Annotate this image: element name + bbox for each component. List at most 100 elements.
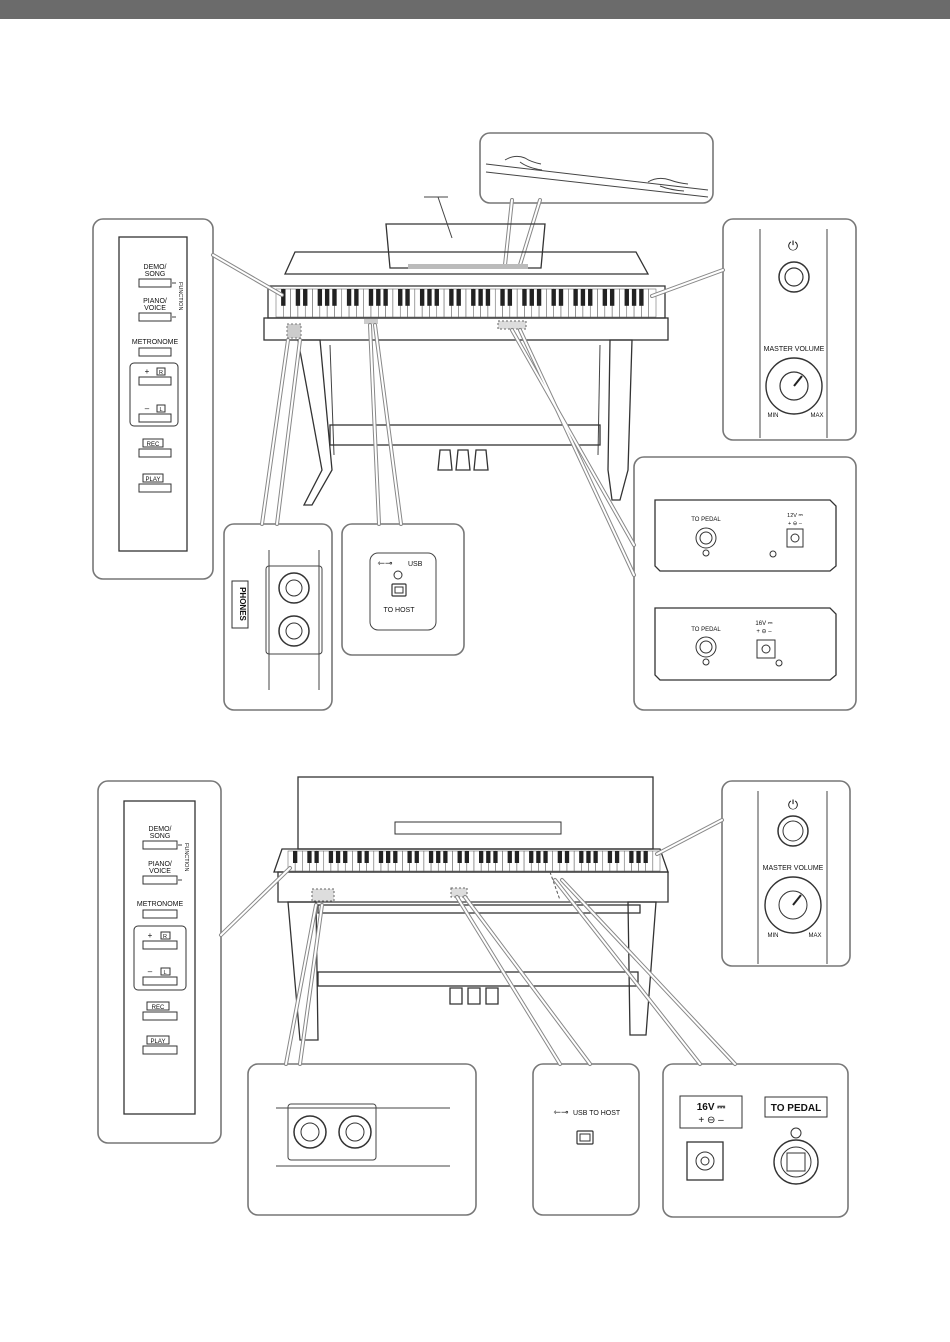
black-key [386, 851, 390, 863]
black-key [449, 289, 453, 306]
metronome-label: METRONOME [132, 339, 179, 346]
l-label: L [159, 407, 162, 413]
black-key [486, 851, 490, 863]
plus-r-button[interactable] [143, 941, 177, 949]
play-label: PLAY [146, 477, 161, 483]
minus-l-button[interactable] [139, 414, 171, 422]
minus-l-button[interactable] [143, 977, 177, 985]
usb-icon: ⇽⊸ [553, 1107, 569, 1117]
upper-keyboard [276, 289, 656, 317]
rec-label: REC [147, 442, 160, 448]
play-button[interactable] [139, 484, 171, 492]
r-label: R [159, 370, 163, 376]
black-key [379, 851, 383, 863]
piano-voice-button[interactable] [139, 313, 171, 321]
black-key [343, 851, 347, 863]
volume-min-label: MIN [768, 933, 779, 939]
piano-voice-label-1: PIANO/ [143, 298, 167, 305]
piano-voice-button[interactable] [143, 876, 177, 884]
rec-button[interactable] [143, 1012, 177, 1020]
black-key [586, 851, 590, 863]
to-host-label: TO HOST [384, 607, 416, 614]
black-key [354, 289, 358, 306]
black-key [500, 289, 504, 306]
metronome-button[interactable] [139, 348, 171, 356]
black-key [457, 289, 461, 306]
dc-in-port-a[interactable] [787, 529, 803, 547]
piano-voice-label-1: PIANO/ [148, 861, 172, 868]
black-key [493, 851, 497, 863]
black-key [332, 289, 336, 306]
demo-song-button[interactable] [139, 279, 171, 287]
black-key [478, 289, 482, 306]
plus-r-button[interactable] [139, 377, 171, 385]
black-key [365, 851, 369, 863]
black-key [625, 289, 629, 306]
black-key [329, 851, 333, 863]
black-key [639, 289, 643, 306]
black-key [318, 289, 322, 306]
lower-keyboard [288, 851, 660, 871]
black-key [615, 851, 619, 863]
usb-label: USB [408, 561, 423, 568]
black-key [508, 851, 512, 863]
to-pedal-label-a: TO PEDAL [691, 517, 721, 523]
lower-power-volume-callout: ⏻ MASTER VOLUME MIN MAX [722, 781, 850, 966]
volume-max-label: MAX [810, 413, 823, 419]
dc-in-label-b: 16V ⎓ [755, 621, 772, 627]
black-key [537, 289, 541, 306]
dc-polarity-label: + ⊖ – [698, 1115, 724, 1126]
minus-label: – [148, 967, 153, 976]
black-key [357, 851, 361, 863]
black-key [508, 289, 512, 306]
lower-diagram: DEMO/ SONG PIANO/ VOICE FUNCTION METRONO… [98, 777, 850, 1217]
black-key [415, 851, 419, 863]
black-key [573, 289, 577, 306]
svg-text:+ ⊖ –: + ⊖ – [756, 629, 772, 635]
black-key [603, 289, 607, 306]
black-key [427, 289, 431, 306]
black-key [325, 289, 329, 306]
upper-rear-panel-callout: TO PEDAL 12V ⎓ + ⊖ – TO PEDAL 16V ⎓ + ⊖ … [634, 457, 856, 710]
black-key [632, 289, 636, 306]
dc-in-port-b[interactable] [757, 640, 775, 658]
power-icon: ⏻ [788, 238, 798, 253]
pedal-detail-callout [480, 133, 713, 203]
black-key [593, 851, 597, 863]
rec-label: REC [152, 1005, 165, 1011]
upper-power-volume-callout: ⏻ MASTER VOLUME MIN MAX [723, 219, 856, 440]
volume-min-label: MIN [768, 413, 779, 419]
upright-piano [264, 197, 668, 505]
black-key [610, 289, 614, 306]
demo-song-label-2: SONG [150, 833, 171, 840]
demo-song-button[interactable] [143, 841, 177, 849]
black-key [293, 851, 297, 863]
black-key [529, 851, 533, 863]
black-key [636, 851, 640, 863]
black-key [588, 289, 592, 306]
black-key [552, 289, 556, 306]
black-key [559, 289, 563, 306]
plus-label: + [145, 367, 150, 376]
minus-label: – [145, 404, 150, 413]
black-key [336, 851, 340, 863]
demo-song-label-1: DEMO/ [149, 826, 172, 833]
to-pedal-port-a[interactable] [696, 528, 716, 548]
to-pedal-label-b: TO PEDAL [691, 627, 721, 633]
play-button[interactable] [143, 1046, 177, 1054]
upper-control-panel-callout: DEMO/ SONG PIANO/ VOICE FUNCTION METRONO… [93, 219, 213, 579]
upper-phones-callout: PHONES [224, 524, 332, 710]
black-key [486, 289, 490, 306]
master-volume-label: MASTER VOLUME [764, 346, 825, 353]
upper-usb-callout: ⇽⊸ USB TO HOST [342, 524, 464, 655]
dc-in-label-a: 12V ⎓ [787, 513, 803, 519]
black-key [376, 289, 380, 306]
demo-song-label-1: DEMO/ [144, 264, 167, 271]
rec-button[interactable] [139, 449, 171, 457]
svg-text:+ ⊖ –: + ⊖ – [788, 521, 803, 527]
black-key [536, 851, 540, 863]
metronome-button[interactable] [143, 910, 177, 918]
piano-voice-label-2: VOICE [144, 305, 166, 312]
to-pedal-port-b[interactable] [696, 637, 716, 657]
black-key [393, 851, 397, 863]
